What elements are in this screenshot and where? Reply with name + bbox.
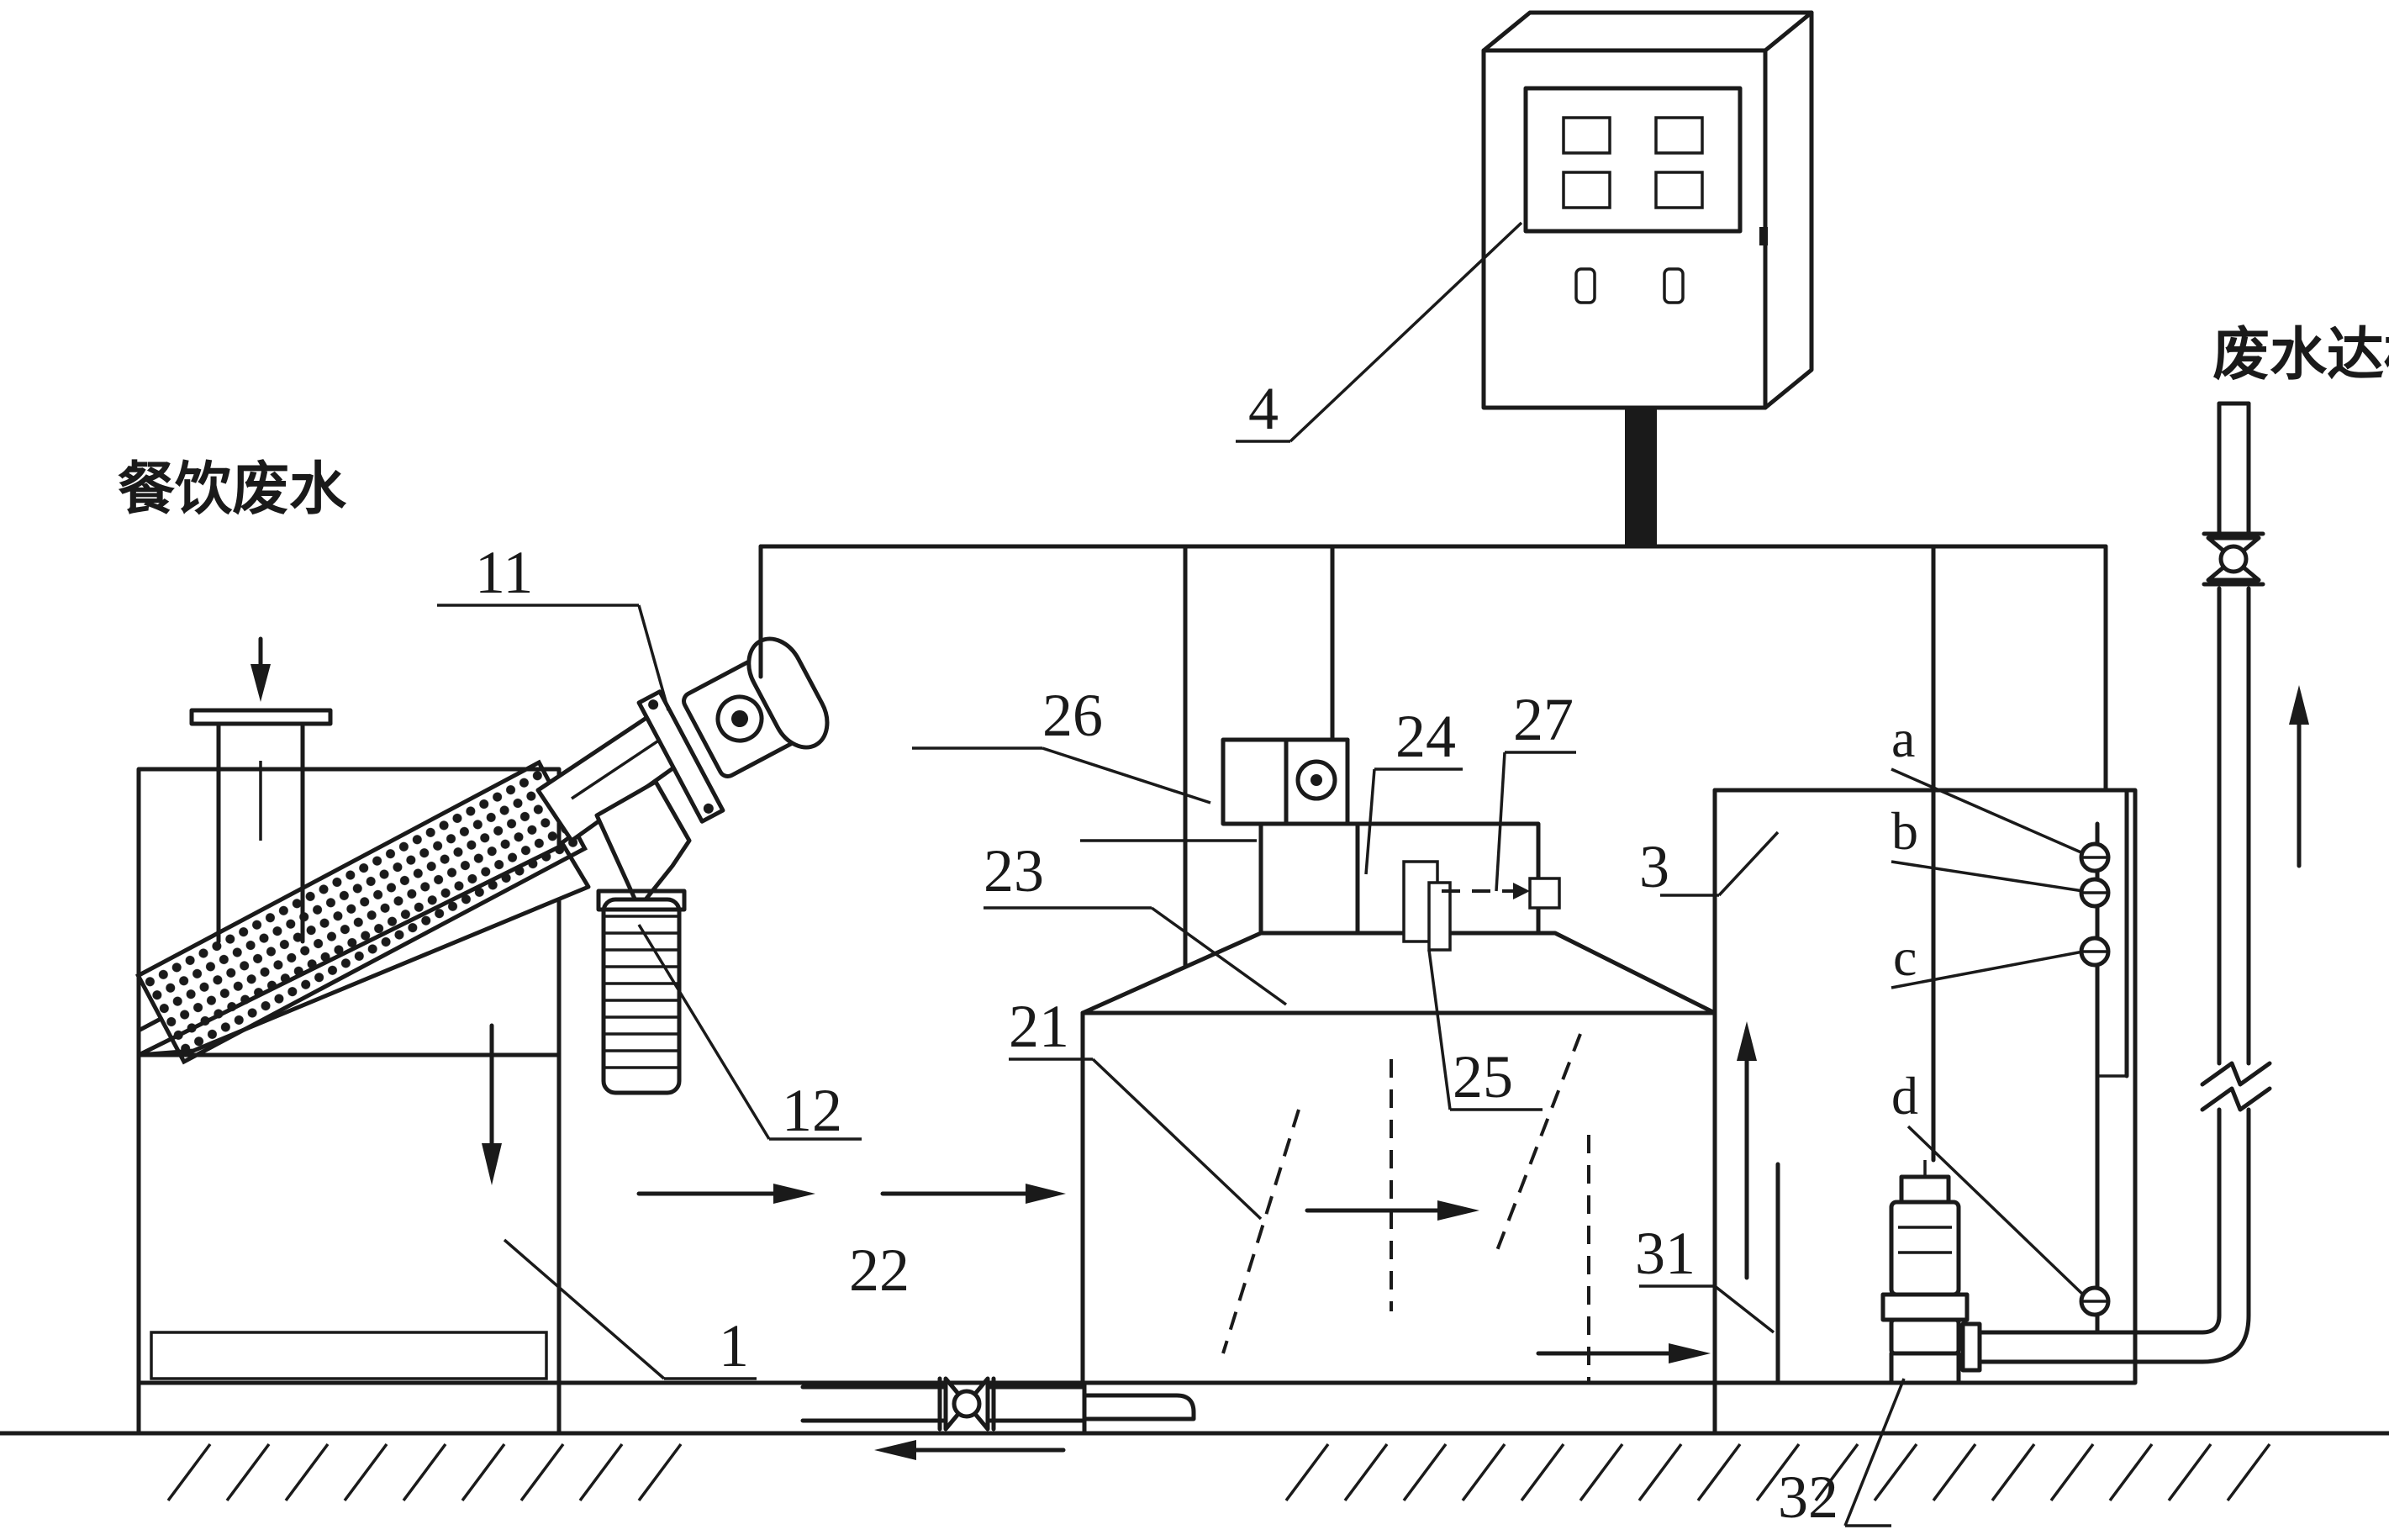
drain-valve-22 bbox=[800, 1376, 1087, 1432]
control-cabinet-4 bbox=[1481, 10, 1814, 546]
tank-2 bbox=[1080, 737, 1717, 1436]
label-4: 4 bbox=[1248, 375, 1279, 442]
label-27: 27 bbox=[1513, 686, 1574, 753]
outlet-label: 废水达标排放 bbox=[2212, 322, 2389, 388]
label-31: 31 bbox=[1635, 1220, 1696, 1287]
label-23: 23 bbox=[984, 837, 1044, 904]
label-a: a bbox=[1891, 709, 1915, 768]
label-c: c bbox=[1893, 927, 1917, 987]
tank-3 bbox=[1712, 788, 2138, 1385]
label-1: 1 bbox=[719, 1312, 749, 1379]
label-12: 12 bbox=[782, 1077, 842, 1144]
control-wiring bbox=[758, 544, 2108, 1163]
tank-1 bbox=[136, 767, 562, 1436]
label-3: 3 bbox=[1639, 833, 1669, 900]
base-frame bbox=[556, 1380, 1911, 1436]
label-25: 25 bbox=[1453, 1043, 1513, 1110]
label-d: d bbox=[1891, 1066, 1918, 1126]
label-32: 32 bbox=[1778, 1464, 1838, 1531]
label-b: b bbox=[1891, 801, 1918, 861]
label-26: 26 bbox=[1042, 682, 1103, 749]
label-22: 22 bbox=[849, 1237, 910, 1304]
flow-arrows bbox=[251, 636, 2309, 1460]
pump-32 bbox=[1880, 1160, 1970, 1385]
screw-motor bbox=[682, 636, 830, 779]
ground bbox=[0, 1431, 2389, 1502]
sludge-bag-12 bbox=[596, 889, 687, 1095]
outlet-pipe bbox=[1960, 401, 2272, 1373]
label-21: 21 bbox=[1009, 993, 1069, 1060]
leader-lines bbox=[437, 221, 2085, 1527]
label-24: 24 bbox=[1395, 703, 1456, 770]
label-11: 11 bbox=[475, 539, 533, 606]
screw-screen-11 bbox=[134, 636, 830, 1065]
inlet-label: 餐饮废水 bbox=[118, 456, 347, 523]
